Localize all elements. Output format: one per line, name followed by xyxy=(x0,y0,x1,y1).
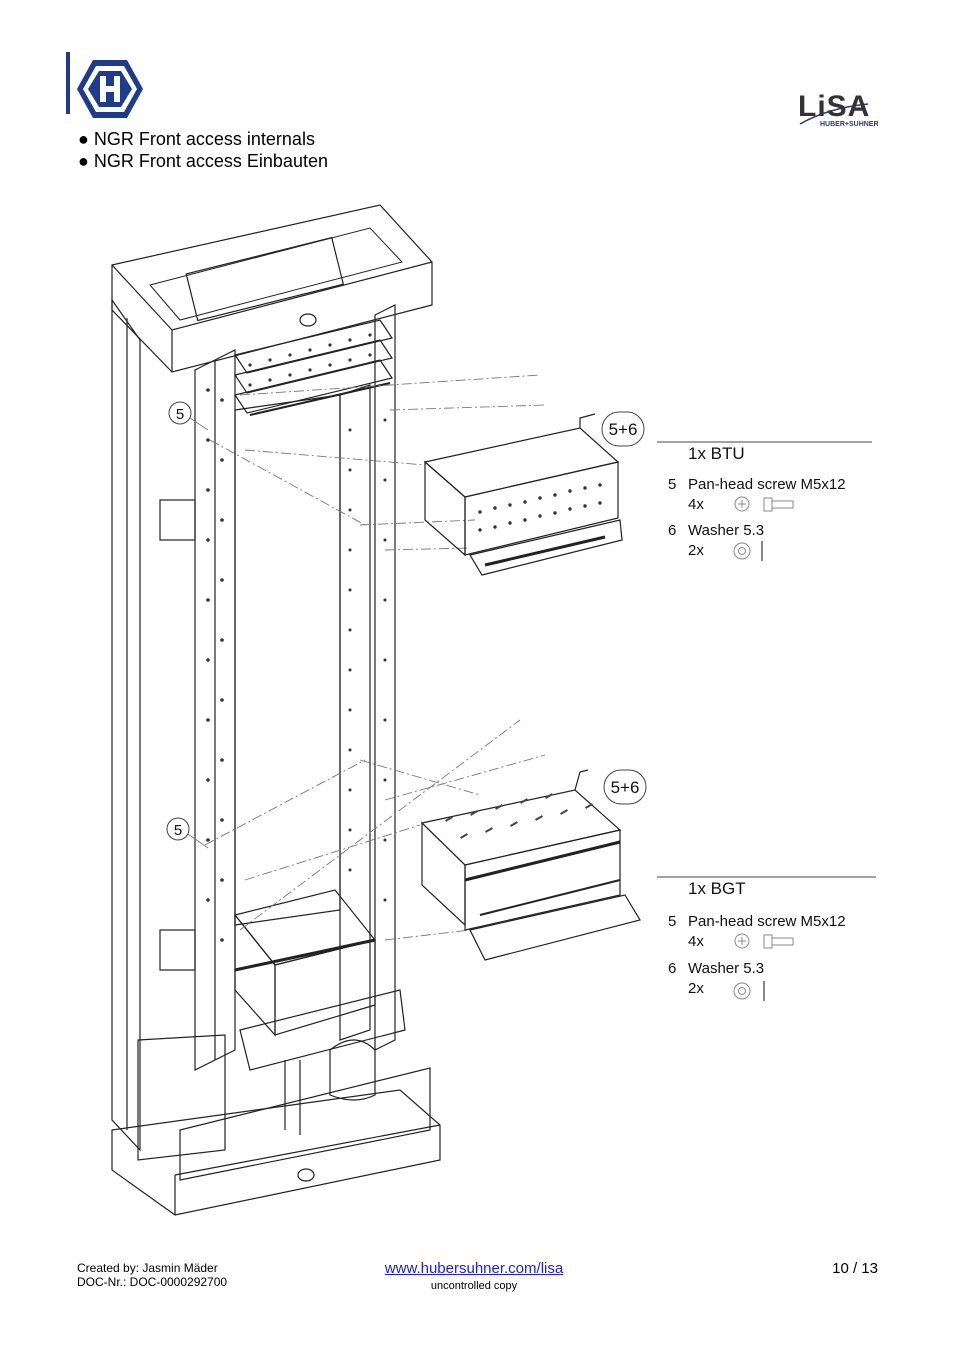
logo-bar xyxy=(66,52,70,114)
lisa-logo-icon xyxy=(799,103,869,125)
heading-bullets: ● NGR Front access internals ● NGR Front… xyxy=(78,128,328,172)
callout-5-lower-label: 5 xyxy=(174,822,182,839)
callout-5-lower: 5 xyxy=(166,817,209,849)
callout-56-bgt-label: 5+6 xyxy=(611,778,640,797)
callout-56-btu-label: 5+6 xyxy=(609,420,638,439)
btu-item-1-qty: 4x xyxy=(688,496,704,513)
panel-port-dots xyxy=(248,333,372,387)
washer-icon xyxy=(733,981,765,1001)
bullet-internals: ● NGR Front access internals xyxy=(78,129,315,149)
btu-item-2-num: 6 xyxy=(668,522,676,539)
rack-bottom-frame xyxy=(111,1089,441,1216)
page-number: 10 / 13 xyxy=(832,1260,878,1277)
btu-parts-list: 1x BTU 5 Pan-head screw M5x12 4x 6 Washe… xyxy=(657,441,872,561)
btu-item-2-label: Washer 5.3 xyxy=(688,522,764,539)
btu-title: 1x BTU xyxy=(688,444,745,463)
btu-item-2-qty: 2x xyxy=(688,542,704,559)
callout-56-bgt: 5+6 xyxy=(603,769,647,805)
bgt-slot-marks xyxy=(445,793,593,839)
bgt-parts-list: 1x BGT 5 Pan-head screw M5x12 4x 6 Washe… xyxy=(657,876,876,1001)
btu-module xyxy=(423,413,623,576)
lisa-logo: LiSA HUBER+SUHNER xyxy=(798,90,884,132)
washer-icon xyxy=(733,541,763,561)
bgt-item-2-num: 6 xyxy=(668,960,676,977)
callout-5-upper: 5 xyxy=(168,401,209,431)
uncontrolled-copy-note: uncontrolled copy xyxy=(430,1280,518,1292)
rack-left-post xyxy=(111,298,141,1152)
right-post-holes xyxy=(348,418,387,902)
website-link[interactable]: www.hubersuhner.com/lisa xyxy=(384,1260,564,1277)
bgt-item-1-num: 5 xyxy=(668,913,676,930)
screw-icon xyxy=(734,933,794,949)
screw-icon xyxy=(734,496,794,512)
bgt-item-2-qty: 2x xyxy=(688,980,704,997)
bgt-title: 1x BGT xyxy=(688,879,746,898)
doc-number: DOC-Nr.: DOC-0000292700 xyxy=(77,1275,228,1289)
lisa-logo-text: LiSA xyxy=(798,90,871,123)
bgt-item-2-label: Washer 5.3 xyxy=(688,960,764,977)
callout-5-upper-label: 5 xyxy=(176,406,184,423)
callout-56-btu: 5+6 xyxy=(601,411,645,447)
left-post-holes xyxy=(206,388,224,942)
btu-item-1-num: 5 xyxy=(668,476,676,493)
bgt-item-1-label: Pan-head screw M5x12 xyxy=(688,913,846,930)
hubersuhner-logo-icon xyxy=(77,60,143,118)
created-by: Created by: Jasmin Mäder xyxy=(77,1261,218,1275)
bullet-einbauten: ● NGR Front access Einbauten xyxy=(78,151,328,171)
bgt-module xyxy=(420,769,641,961)
bgt-item-1-qty: 4x xyxy=(688,933,704,950)
footer-meta: Created by: Jasmin Mäder DOC-Nr.: DOC-00… xyxy=(77,1261,227,1289)
btu-port-dots xyxy=(478,483,602,532)
btu-item-1-label: Pan-head screw M5x12 xyxy=(688,476,846,493)
footer-center: www.hubersuhner.com/lisa uncontrolled co… xyxy=(340,1260,608,1292)
lisa-logo-subtext: HUBER+SUHNER xyxy=(820,121,879,128)
